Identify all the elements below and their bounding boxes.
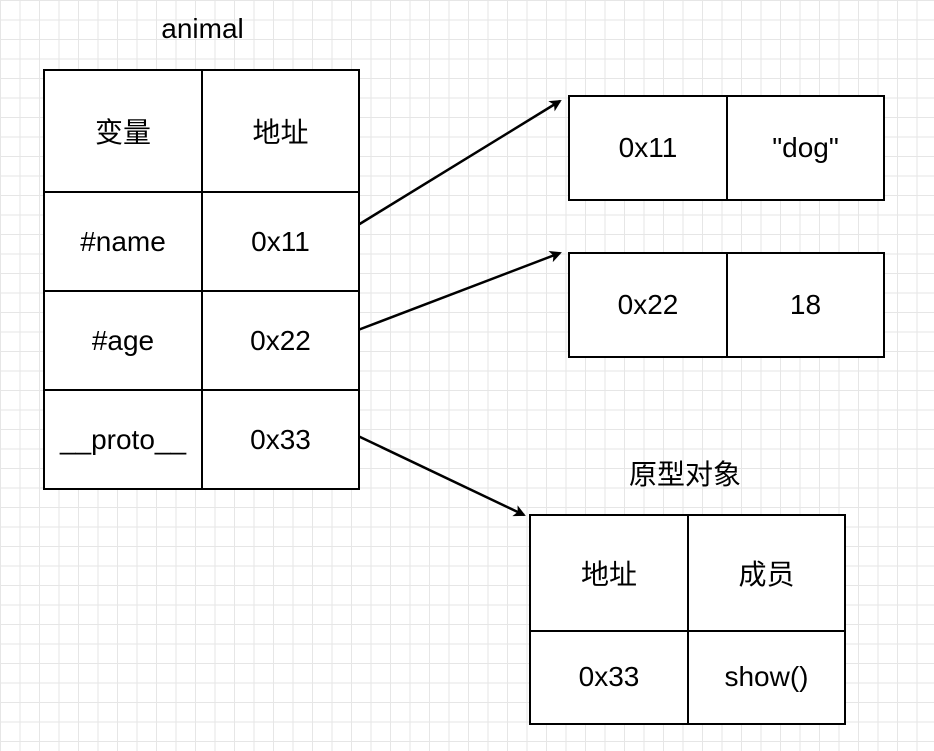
table-row: 0x22 18 bbox=[568, 252, 885, 358]
prototype-address: 0x33 bbox=[529, 629, 689, 725]
animal-header-row: 变量 地址 bbox=[43, 68, 360, 194]
table-row: #name 0x11 bbox=[43, 191, 360, 293]
prototype-header-member: 成员 bbox=[687, 514, 846, 632]
variable-name: #name bbox=[43, 191, 203, 293]
age-value: 18 bbox=[726, 252, 885, 358]
address-age: 0x22 bbox=[201, 290, 360, 392]
header-variable: 变量 bbox=[43, 68, 203, 194]
name-value-address: 0x11 bbox=[568, 95, 728, 201]
arrow-age-to-18 bbox=[357, 250, 562, 332]
table-row: 0x33 show() bbox=[529, 629, 846, 725]
animal-table: 变量 地址 #name 0x11 #age 0x22 __proto__ 0x3… bbox=[43, 68, 360, 490]
animal-title: animal bbox=[161, 13, 244, 44]
address-proto: 0x33 bbox=[201, 389, 360, 490]
name-value: "dog" bbox=[726, 95, 885, 201]
age-value-box: 0x22 18 bbox=[568, 252, 885, 358]
variable-age: #age bbox=[43, 290, 203, 392]
prototype-title: 原型对象 bbox=[628, 459, 741, 490]
prototype-header-row: 地址 成员 bbox=[529, 514, 846, 632]
header-address: 地址 bbox=[201, 68, 360, 194]
prototype-table: 地址 成员 0x33 show() bbox=[529, 514, 846, 725]
prototype-header-address: 地址 bbox=[529, 514, 689, 632]
name-value-box: 0x11 "dog" bbox=[568, 95, 885, 201]
prototype-member: show() bbox=[687, 629, 846, 725]
arrow-proto-to-prototype bbox=[357, 434, 526, 517]
address-name: 0x11 bbox=[201, 191, 360, 293]
variable-proto: __proto__ bbox=[43, 389, 203, 490]
arrow-name-to-dog bbox=[357, 99, 562, 227]
table-row: #age 0x22 bbox=[43, 290, 360, 392]
table-row: __proto__ 0x33 bbox=[43, 389, 360, 490]
table-row: 0x11 "dog" bbox=[568, 95, 885, 201]
age-value-address: 0x22 bbox=[568, 252, 728, 358]
